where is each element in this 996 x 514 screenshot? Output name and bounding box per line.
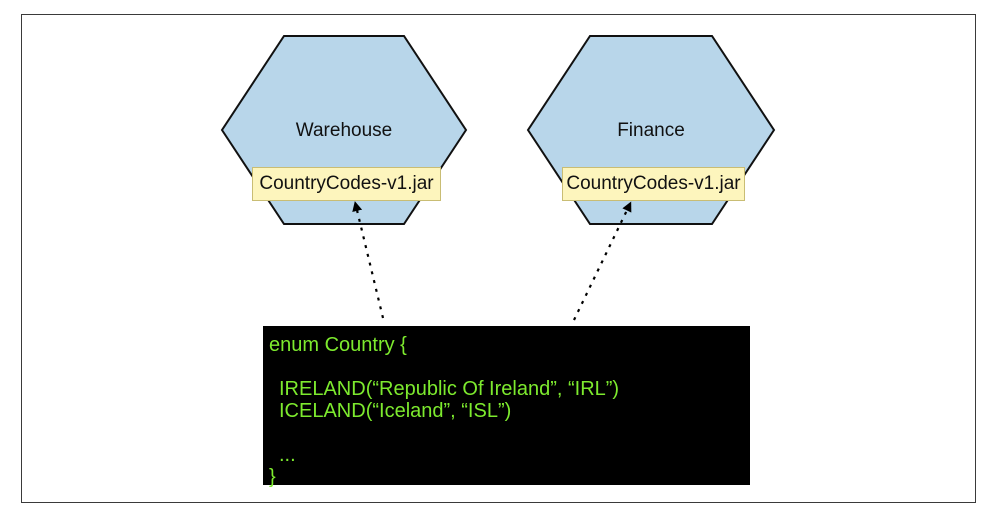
top-strip [0, 0, 996, 12]
finance-label: Finance [617, 120, 685, 141]
finance-jar-label: CountryCodes-v1.jar [566, 173, 741, 194]
code-ellipsis: ... [279, 444, 296, 466]
code-entry-iceland: ICELAND(“Iceland”, “ISL”) [279, 400, 512, 422]
warehouse-jar-label: CountryCodes-v1.jar [259, 173, 434, 194]
code-blank-line-2 [269, 422, 750, 444]
warehouse-dependency-arrow [352, 201, 385, 319]
finance-jar-box: CountryCodes-v1.jar [562, 167, 745, 201]
code-header: enum Country { [269, 334, 407, 356]
code-footer: } [269, 466, 276, 488]
finance-dependency-arrow [573, 201, 632, 321]
code-panel: enum Country { IRELAND(“Republic Of Irel… [263, 326, 750, 488]
warehouse-jar-box: CountryCodes-v1.jar [252, 167, 441, 201]
code-entry-ireland: IRELAND(“Republic Of Ireland”, “IRL”) [279, 378, 620, 400]
code-blank-line [269, 356, 750, 378]
warehouse-label: Warehouse [296, 120, 392, 141]
